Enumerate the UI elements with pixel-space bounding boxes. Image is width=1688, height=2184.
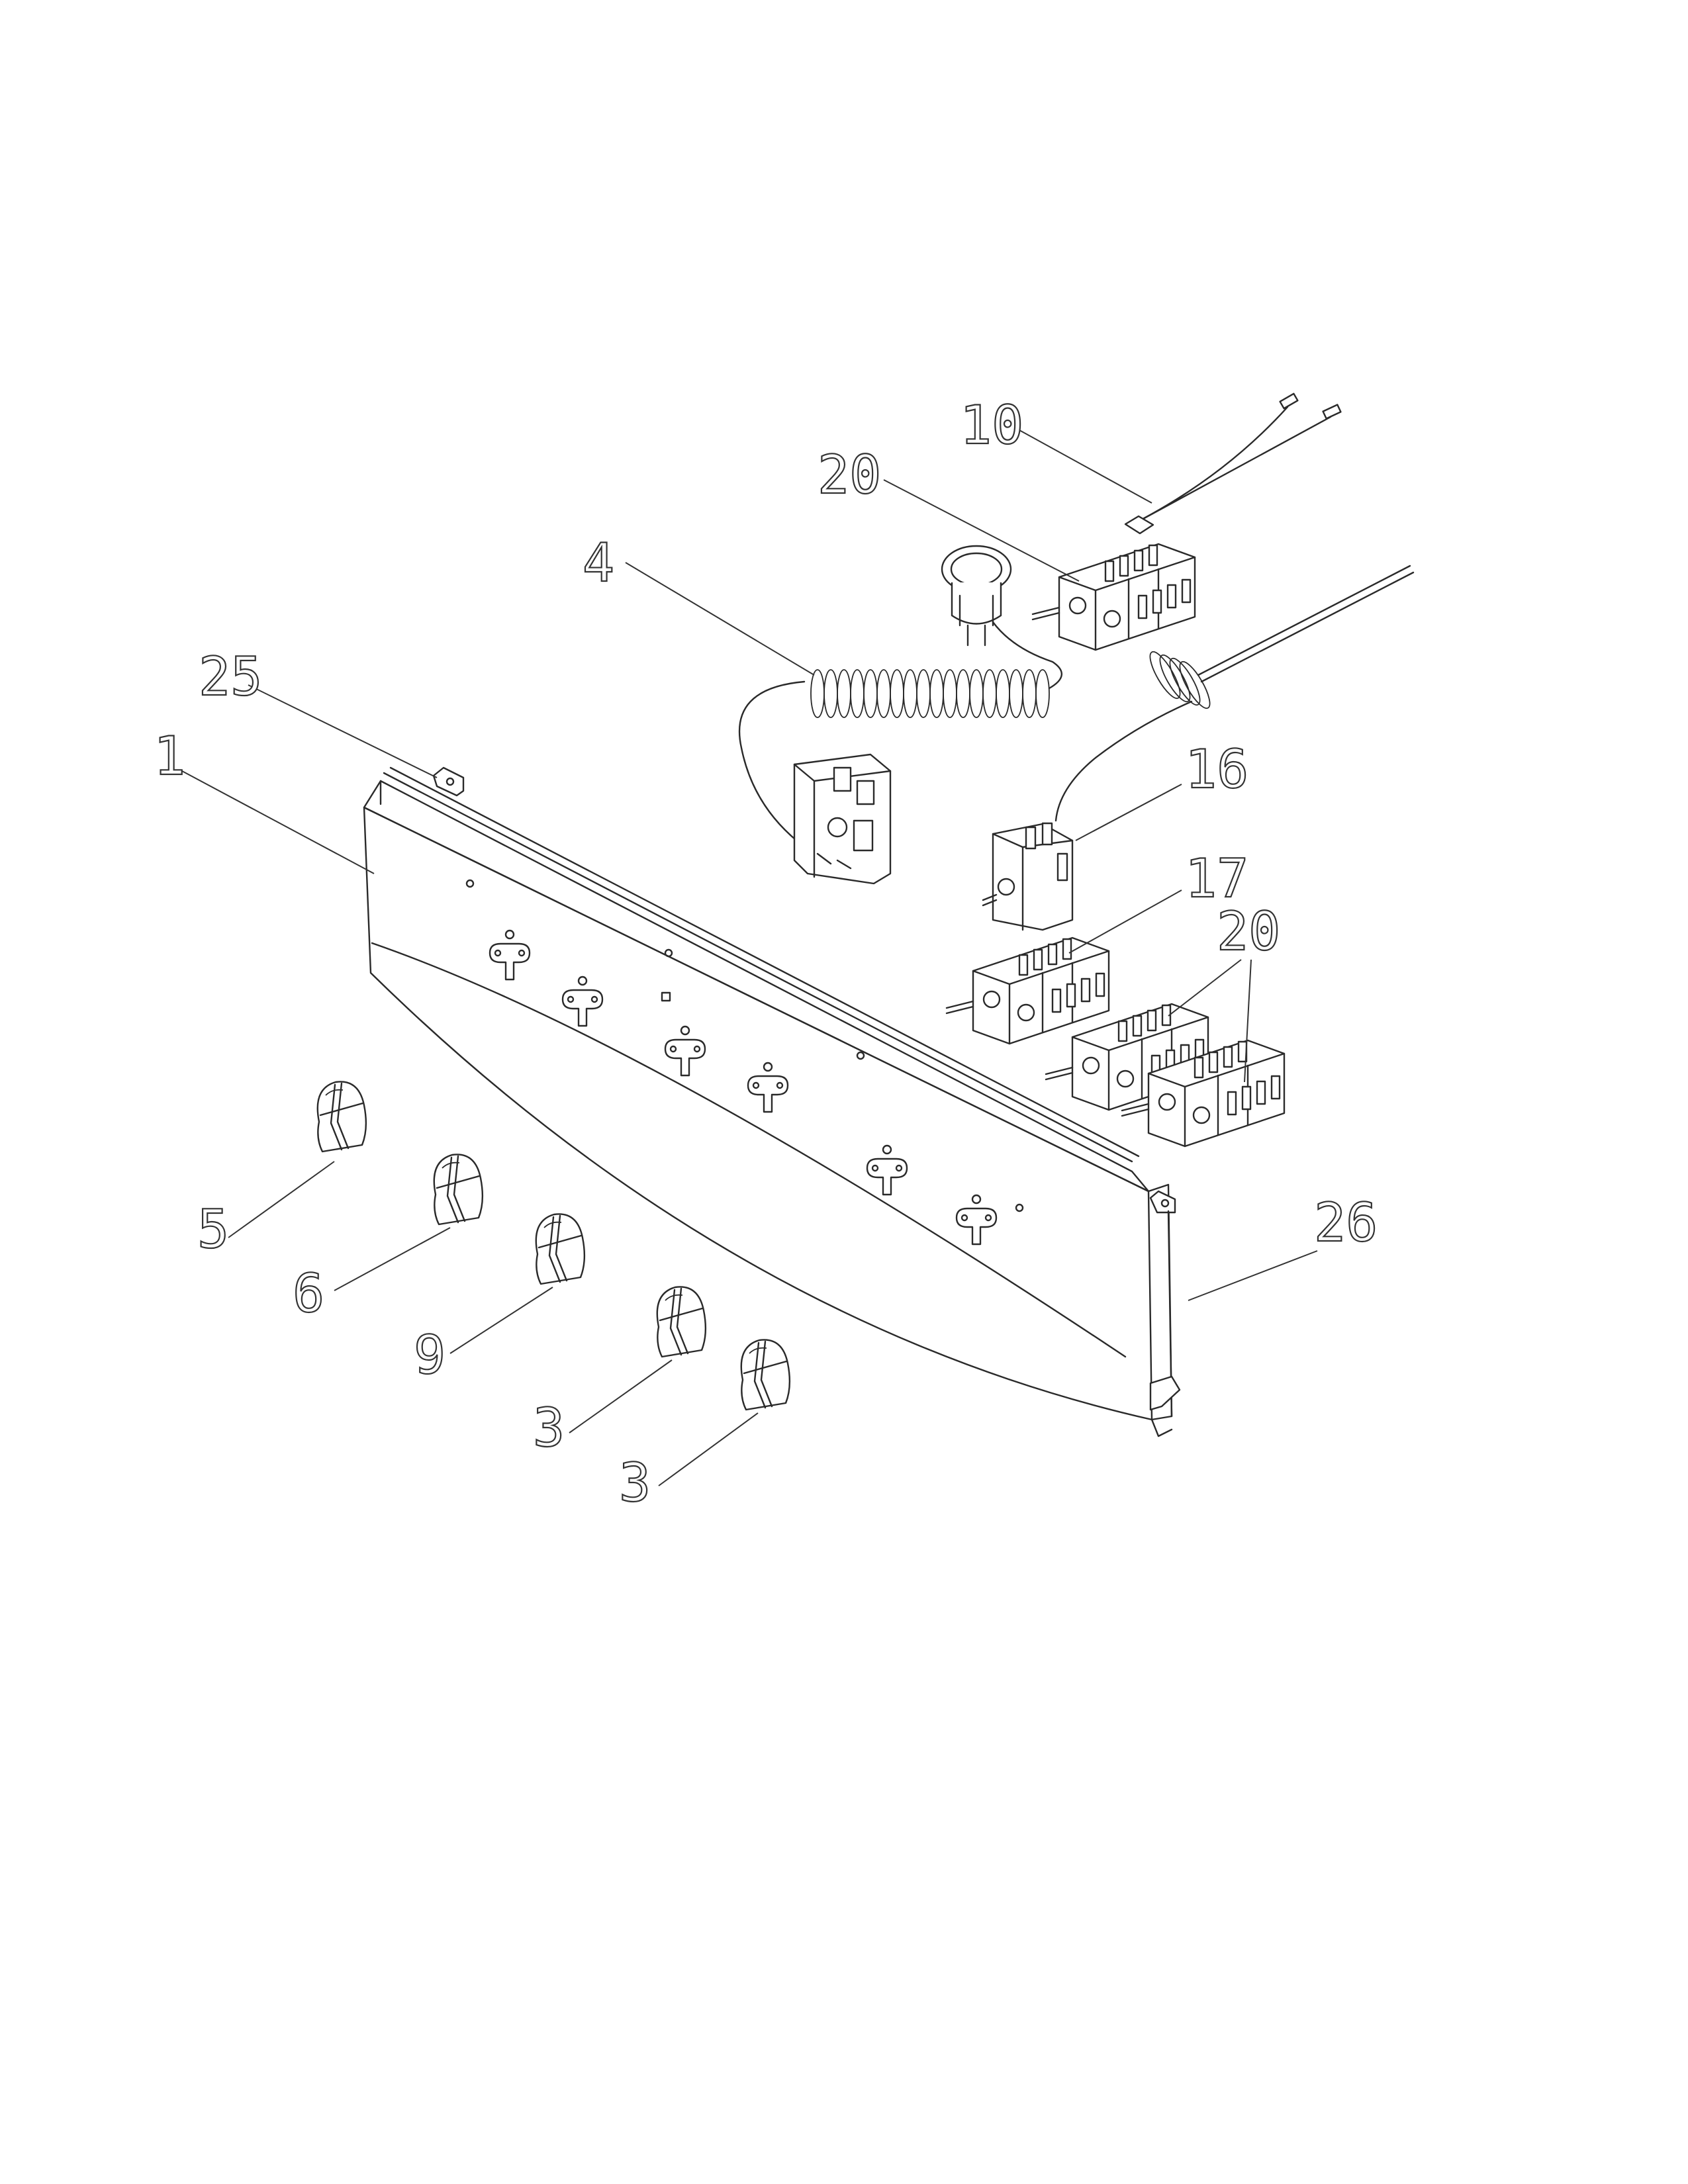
knob-3-a <box>656 1286 707 1358</box>
thermostat <box>738 621 1063 885</box>
capillary-coil <box>810 669 1050 718</box>
knob-9 <box>535 1213 586 1285</box>
callout-3-a: 3 <box>533 1397 565 1459</box>
callout-6: 6 <box>293 1263 324 1324</box>
callout-26: 26 <box>1314 1192 1378 1253</box>
wire-harness <box>1124 392 1342 535</box>
callout-17: 17 <box>1185 848 1248 909</box>
knob-6 <box>433 1154 484 1226</box>
callout-16: 16 <box>1185 739 1248 800</box>
callout-9: 9 <box>414 1324 445 1386</box>
callout-25: 25 <box>199 646 262 707</box>
switch-17 <box>945 936 1110 1045</box>
knob-5 <box>316 1081 367 1153</box>
callout-labels: 10 20 4 25 1 16 17 20 5 6 9 3 3 26 <box>153 394 1379 1514</box>
callout-4: 4 <box>583 532 614 594</box>
capillary-probe <box>1055 565 1415 822</box>
knob-3-b <box>740 1339 791 1411</box>
switch-top-20 <box>1031 543 1196 651</box>
callout-1: 1 <box>154 725 185 787</box>
side-bracket <box>1149 1190 1181 1437</box>
panel-keyholes <box>465 879 1024 1246</box>
callout-20-lower: 20 <box>1217 901 1280 962</box>
callout-20-top: 20 <box>818 444 881 506</box>
indicator-light <box>941 545 1012 647</box>
control-panel <box>363 780 1173 1421</box>
callout-3-b: 3 <box>619 1452 651 1514</box>
callout-5: 5 <box>197 1199 229 1260</box>
leader-lines <box>181 430 1318 1486</box>
callout-10: 10 <box>960 394 1023 456</box>
switch-16 <box>982 822 1074 931</box>
top-rail-bracket <box>383 766 1140 1163</box>
